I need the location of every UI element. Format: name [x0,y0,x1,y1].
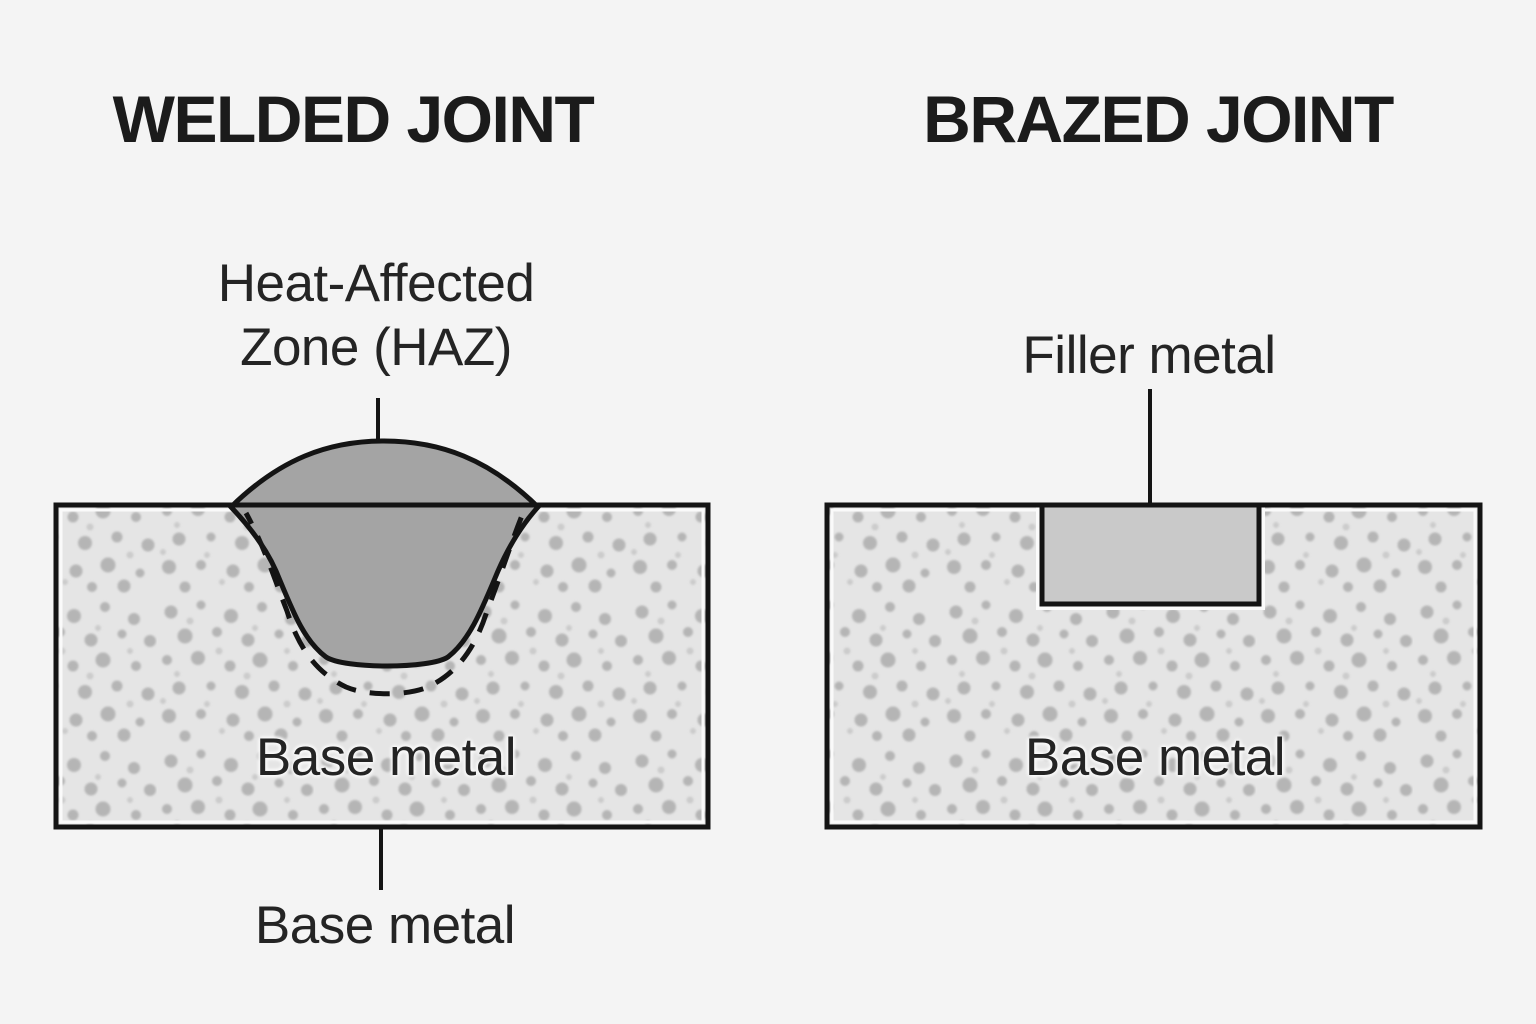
haz-label: Heat-Affected Zone (HAZ) [218,252,535,380]
brazed-joint-figure [824,389,1483,830]
filler-metal-shape [1039,502,1262,607]
brazed-joint-title: BRAZED JOINT [923,82,1394,156]
brazed-base-metal-label: Base metal [1024,728,1286,787]
base-metal-bottom-label: Base metal [254,896,516,955]
welded-joint-figure [53,398,711,890]
welded-joint-title: WELDED JOINT [112,82,595,156]
weld-bead-shape [227,438,542,669]
brazed-base-metal-border [824,502,1483,830]
haz-label-line1: Heat-Affected [217,254,535,313]
welded-base-metal-border [53,502,711,830]
filler-metal-label: Filler metal [1022,326,1276,385]
haz-label-line2: Zone (HAZ) [240,318,512,377]
welded-base-metal-label: Base metal [255,728,517,787]
haz-dashed-boundary [243,511,526,697]
